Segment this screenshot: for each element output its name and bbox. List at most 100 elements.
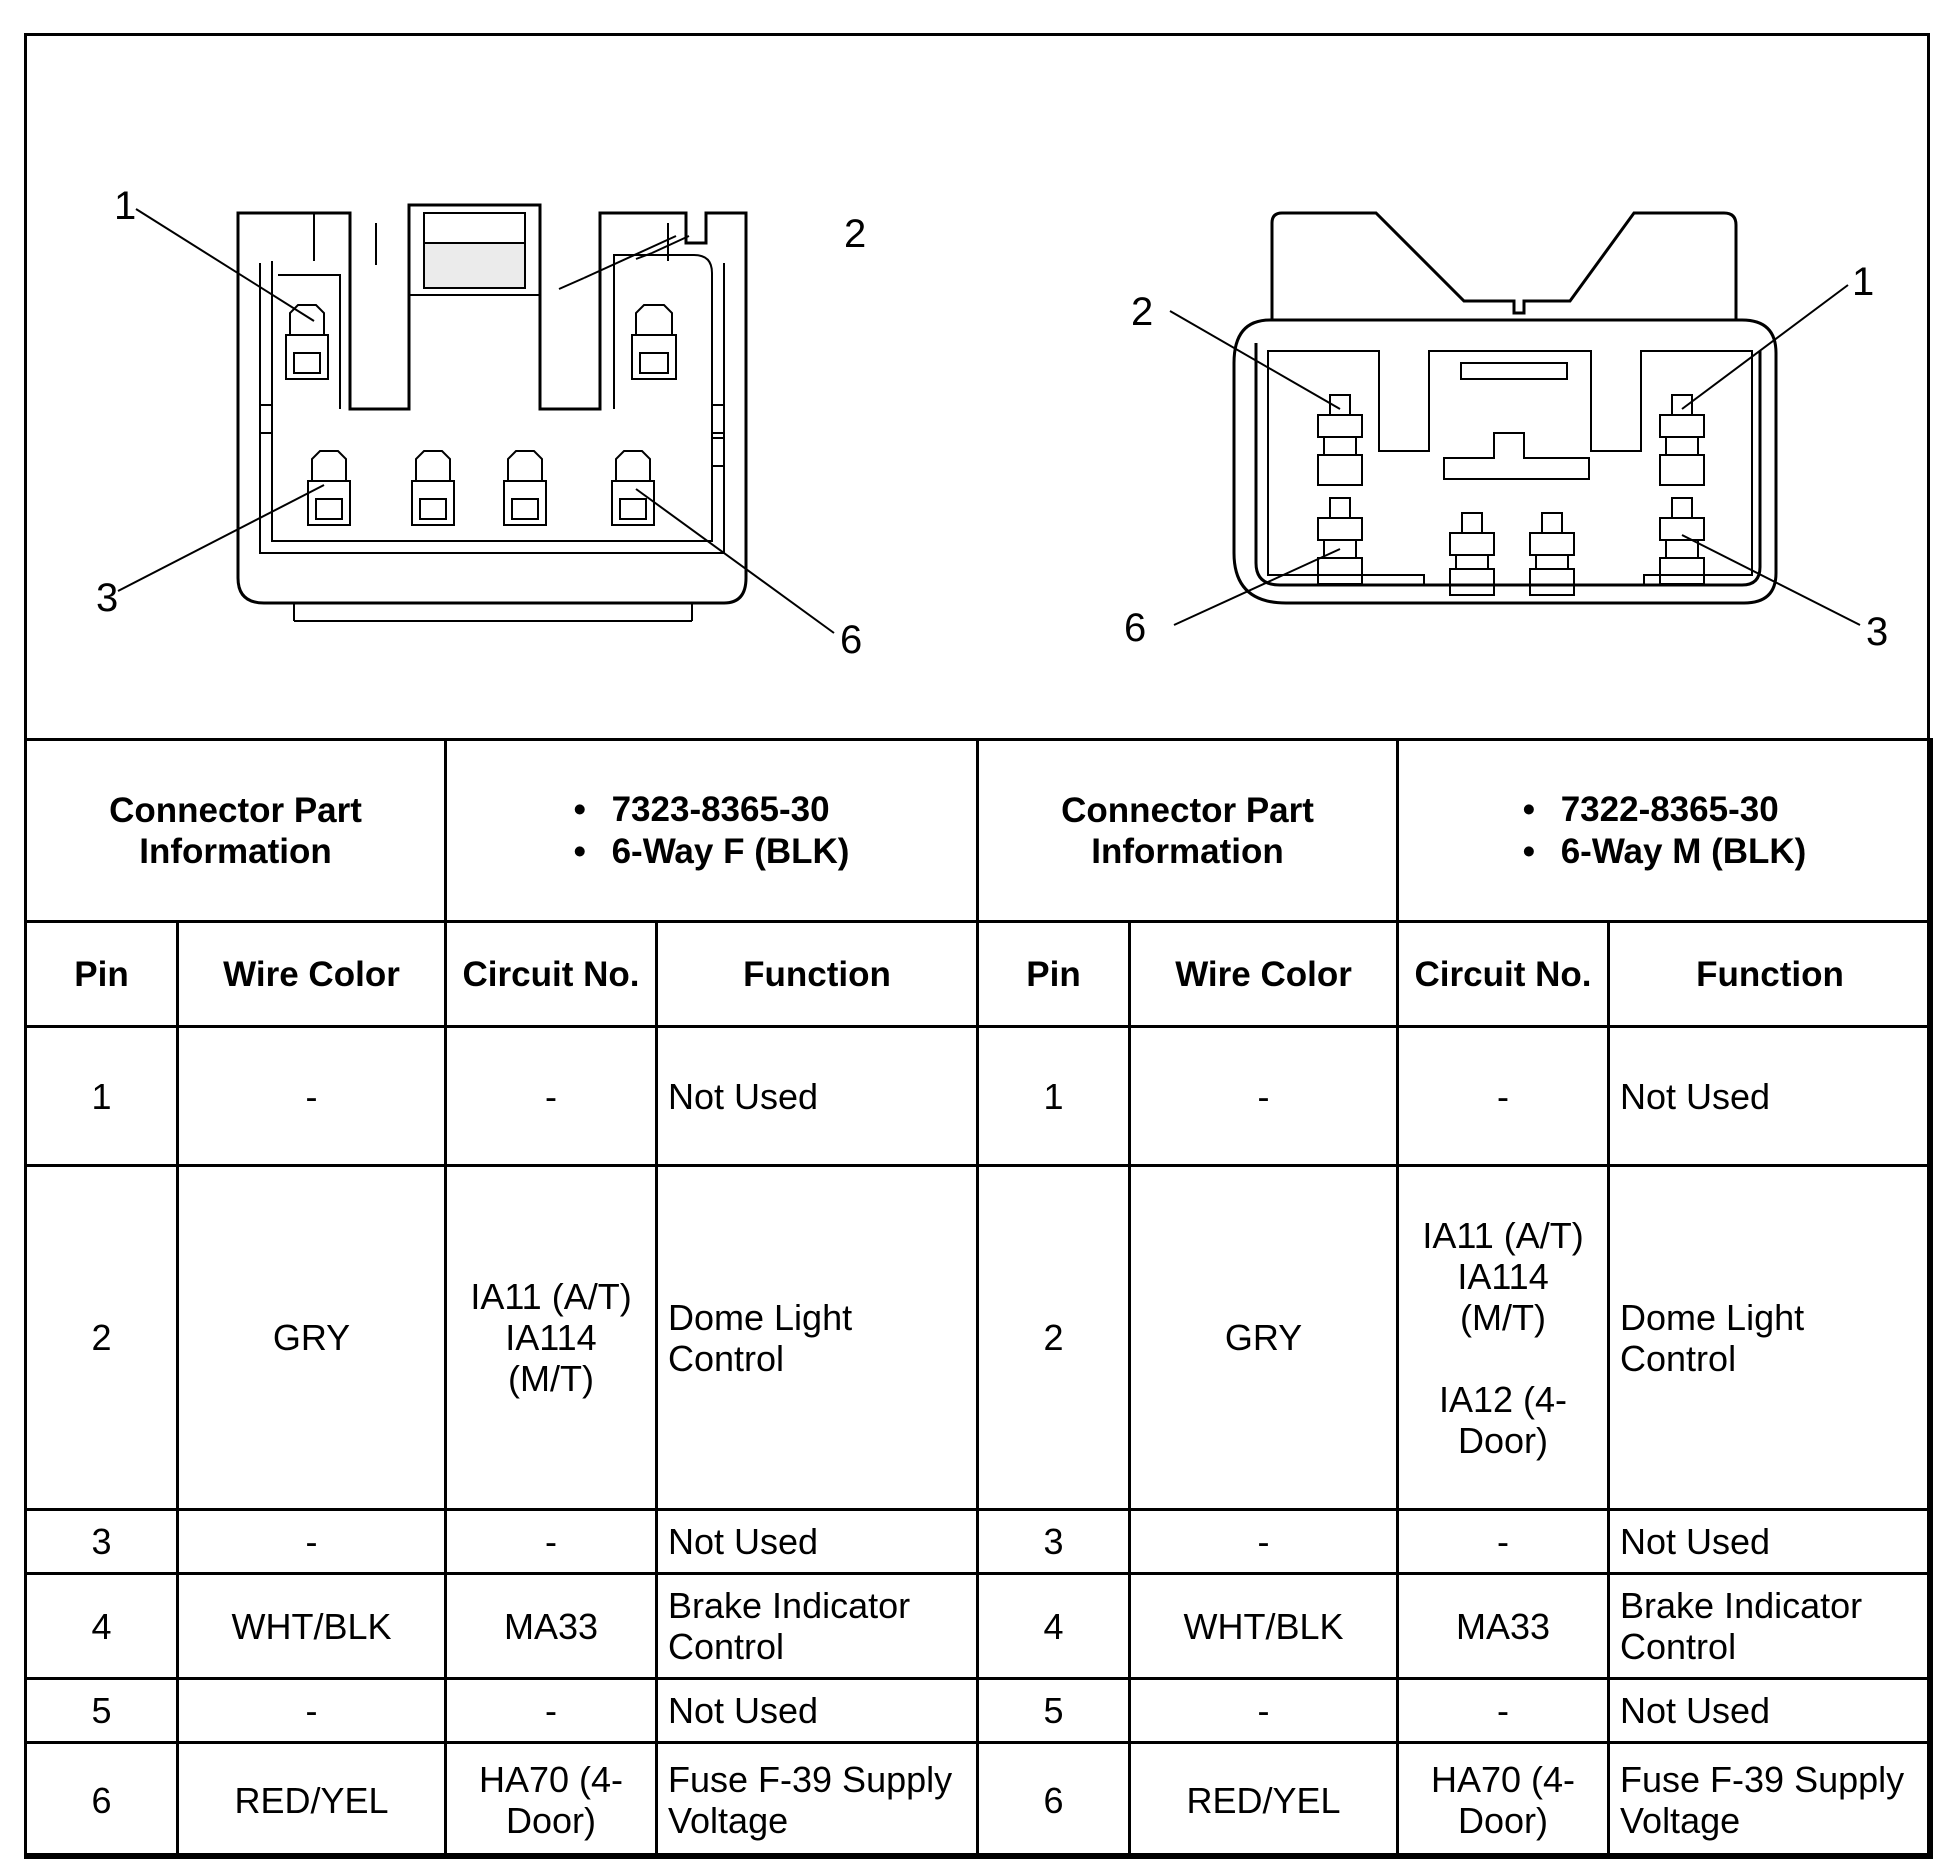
table-row: 2 GRY IA11 (A/T) IA114 (M/T) Dome Light … <box>24 1164 1934 1511</box>
left-circuit: - <box>444 1508 658 1575</box>
pinout-table: Connector Part Information 7323-8365-30 … <box>24 738 1934 1859</box>
circuit-line: MA33 <box>503 1605 599 1647</box>
right-function: Not Used <box>1607 1025 1934 1167</box>
right-function: Not Used <box>1607 1677 1934 1744</box>
circuit-line: - <box>545 1521 557 1562</box>
right-function: Fuse F-39 Supply Voltage <box>1607 1741 1934 1859</box>
left-wire-color: RED/YEL <box>176 1741 447 1859</box>
circuit-line: - <box>1497 1521 1510 1562</box>
left-wire-color: GRY <box>176 1164 447 1511</box>
circuit-line: MA33 <box>1455 1605 1551 1647</box>
left-function: Brake Indicator Control <box>654 1572 980 1680</box>
female-terminal-6 <box>611 450 655 526</box>
right-circuit: IA11 (A/T) IA114 (M/T) IA12 (4- Door) <box>1396 1164 1611 1511</box>
female-connector-drawing <box>236 203 748 622</box>
circuit-line: - <box>1497 1690 1510 1731</box>
right-pin: 6 <box>976 1741 1132 1859</box>
circuit-line: (M/T) <box>508 1358 594 1399</box>
right-wire-color: GRY <box>1128 1164 1400 1511</box>
left-pin: 5 <box>24 1677 179 1744</box>
left-wire-color: WHT/BLK <box>176 1572 447 1680</box>
left-function: Fuse F-39 Supply Voltage <box>654 1741 980 1859</box>
male-callout-6: 6 <box>1124 606 1146 650</box>
left-wire-color: - <box>176 1025 447 1167</box>
left-pin: 2 <box>24 1164 179 1511</box>
female-terminal-2 <box>631 304 677 380</box>
left-part-label: Connector Part Information <box>24 738 447 923</box>
left-function: Not Used <box>654 1025 980 1167</box>
right-part-type: 6-Way M (BLK) <box>1523 831 1807 873</box>
right-function: Not Used <box>1607 1508 1934 1575</box>
right-header-pin: Pin <box>976 920 1132 1028</box>
female-terminal-4 <box>411 450 455 526</box>
female-callout-lines <box>117 208 835 634</box>
left-function: Not Used <box>654 1677 980 1744</box>
right-part-number: 7322-8365-30 <box>1523 789 1807 831</box>
right-circuit: - <box>1396 1025 1611 1167</box>
female-callout-6: 6 <box>840 618 862 662</box>
circuit-line: - <box>1497 1075 1510 1117</box>
circuit-line: HA70 (4- <box>1430 1759 1576 1800</box>
left-pin: 3 <box>24 1508 179 1575</box>
right-circuit: HA70 (4- Door) <box>1396 1741 1611 1859</box>
female-terminal-1 <box>285 304 329 380</box>
left-pin: 1 <box>24 1025 179 1167</box>
male-callout-1: 1 <box>1852 260 1874 304</box>
female-callout-2: 2 <box>844 212 866 256</box>
circuit-gap <box>1407 1338 1599 1379</box>
connector-diagram: 1 2 3 6 <box>96 184 1888 662</box>
male-terminal-5 <box>1449 512 1495 596</box>
right-circuit: MA33 <box>1396 1572 1611 1680</box>
right-circuit: - <box>1396 1508 1611 1575</box>
left-pin: 4 <box>24 1572 179 1680</box>
male-terminal-1 <box>1659 394 1705 486</box>
male-callout-2: 2 <box>1131 290 1153 334</box>
left-wire-color: - <box>176 1508 447 1575</box>
left-circuit: MA33 <box>444 1572 658 1680</box>
circuit-line: HA70 (4- <box>478 1759 624 1800</box>
right-header-function: Function <box>1607 920 1934 1028</box>
right-wire-color: RED/YEL <box>1128 1741 1400 1859</box>
male-terminal-2 <box>1317 394 1363 486</box>
left-circuit: IA11 (A/T) IA114 (M/T) <box>444 1164 658 1511</box>
female-callout-3: 3 <box>96 576 118 620</box>
left-header-circuit: Circuit No. <box>444 920 658 1028</box>
connector-diagram-area: 1 2 3 6 <box>24 33 1930 738</box>
left-circuit: - <box>444 1677 658 1744</box>
right-header-wire-color: Wire Color <box>1128 920 1400 1028</box>
circuit-line: (M/T) <box>1460 1296 1546 1338</box>
connector-info-row: Connector Part Information 7323-8365-30 … <box>24 738 1934 923</box>
right-wire-color: - <box>1128 1677 1400 1744</box>
table-row: 6 RED/YEL HA70 (4- Door) Fuse F-39 Suppl… <box>24 1741 1934 1859</box>
right-part-label: Connector Part Information <box>976 738 1400 923</box>
right-pin: 4 <box>976 1572 1132 1680</box>
circuit-line: IA12 (4- <box>1438 1378 1568 1420</box>
female-callout-1: 1 <box>114 184 136 228</box>
male-terminal-4 <box>1529 512 1575 596</box>
left-part-info: 7323-8365-30 6-Way F (BLK) <box>443 738 980 923</box>
left-part-number: 7323-8365-30 <box>574 789 850 831</box>
table-row: 3 - - Not Used 3 - - Not Used <box>24 1508 1934 1575</box>
male-callout-lines <box>1169 284 1861 626</box>
left-wire-color: - <box>176 1677 447 1744</box>
right-pin: 2 <box>976 1164 1132 1511</box>
column-header-row: Pin Wire Color Circuit No. Function Pin … <box>24 920 1934 1028</box>
right-wire-color: - <box>1128 1025 1400 1167</box>
circuit-line: - <box>545 1075 557 1117</box>
circuit-line: IA11 (A/T) <box>1422 1214 1584 1256</box>
circuit-line: IA114 <box>505 1317 597 1358</box>
right-circuit: - <box>1396 1677 1611 1744</box>
left-function: Dome Light Control <box>654 1164 980 1511</box>
table-row: 4 WHT/BLK MA33 Brake Indicator Control 4… <box>24 1572 1934 1680</box>
male-callout-3: 3 <box>1866 610 1888 654</box>
female-terminal-3 <box>307 450 351 526</box>
right-pin: 1 <box>976 1025 1132 1167</box>
table-row: 5 - - Not Used 5 - - Not Used <box>24 1677 1934 1744</box>
left-function: Not Used <box>654 1508 980 1575</box>
table-row: 1 - - Not Used 1 - - Not Used <box>24 1025 1934 1167</box>
left-header-pin: Pin <box>24 920 179 1028</box>
female-terminal-5 <box>503 450 547 526</box>
left-circuit: HA70 (4- Door) <box>444 1741 658 1859</box>
left-pin: 6 <box>24 1741 179 1859</box>
male-connector-inner <box>1267 350 1753 586</box>
